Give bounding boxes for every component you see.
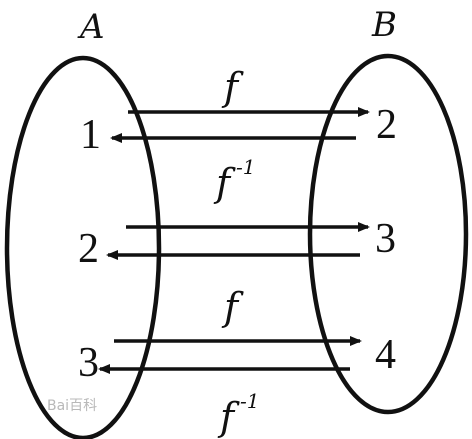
set-b-ellipse: [307, 53, 469, 415]
set-a-element-3: 3: [78, 340, 99, 386]
set-a-element-1: 1: [80, 112, 101, 158]
inverse-label-top-exponent: -1: [236, 155, 255, 179]
set-b-title: B: [371, 5, 397, 45]
inverse-label-bottom-base: f: [217, 395, 240, 439]
set-a-element-2: 2: [78, 226, 99, 272]
set-a-title: A: [77, 7, 105, 47]
set-a-ellipse: [4, 55, 162, 439]
set-b-element-3: 3: [375, 216, 396, 262]
watermark-text: Bai百科: [47, 398, 97, 414]
function-label-f-top: f: [221, 65, 244, 109]
inverse-label-bottom: f -1: [217, 389, 259, 439]
inverse-label-top: f -1: [213, 155, 255, 205]
set-b-element-4: 4: [375, 332, 396, 378]
function-label-f-bottom: f: [221, 285, 244, 329]
inverse-label-bottom-exponent: -1: [240, 389, 259, 413]
set-b-element-2: 2: [376, 102, 397, 148]
inverse-label-top-base: f: [213, 161, 236, 205]
